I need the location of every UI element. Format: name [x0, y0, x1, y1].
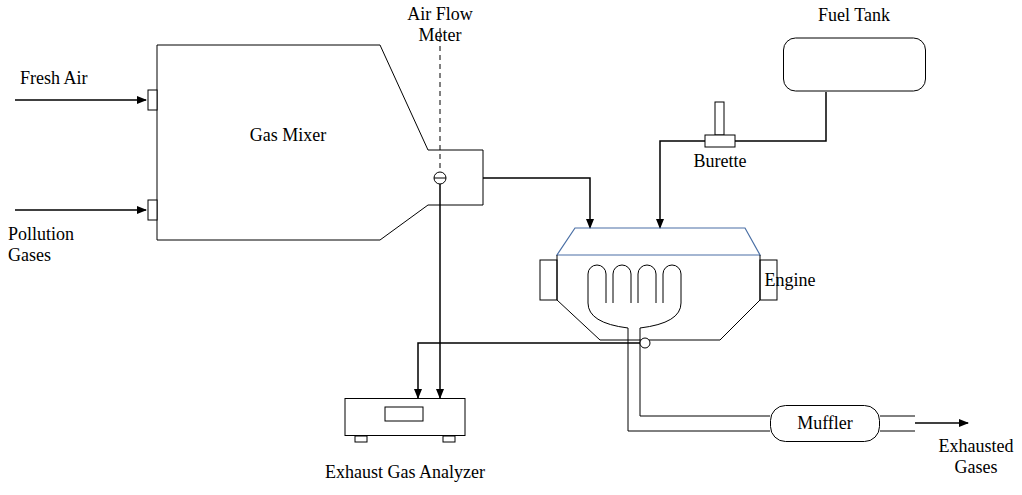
- valve-cover: [557, 228, 760, 255]
- inlet-port: [148, 90, 157, 110]
- manifold-runner: [638, 265, 656, 303]
- manifold-runner: [588, 265, 606, 303]
- analyzer-screen: [385, 407, 423, 421]
- air-flow-meter-symbol: [434, 178, 446, 179]
- burette: Burette: [695, 100, 755, 175]
- muffler-box: Muffler: [770, 405, 880, 442]
- connector-line: [628, 350, 770, 431]
- air-flow-meter-symbol: [434, 172, 446, 184]
- sample-probe: [640, 338, 650, 348]
- flow-label: Fresh Air: [20, 68, 120, 89]
- engine-block: [557, 255, 760, 340]
- node-label: Burette: [685, 151, 755, 172]
- node-label: Exhaust Gas Analyzer: [305, 462, 505, 483]
- connector-line: [735, 92, 826, 141]
- analyzer-foot: [443, 436, 455, 442]
- exhaust-gas-analyzer: Exhaust Gas Analyzer: [310, 398, 510, 488]
- fuel-tank-outline: [784, 38, 926, 91]
- connector-line: [418, 343, 640, 398]
- manifold-runner: [613, 265, 631, 303]
- burette-valve: [705, 135, 735, 147]
- part-label: Air Flow Meter: [385, 4, 495, 45]
- engine: Engine: [538, 228, 835, 350]
- flow-label: Pollution Gases: [8, 224, 86, 265]
- pollution-arrow: [15, 209, 146, 211]
- connector: [483, 178, 590, 228]
- tail-pipe: [880, 431, 915, 432]
- connector: [418, 343, 640, 398]
- flow-label: Exhausted Gases: [935, 436, 1017, 477]
- exhaust-arrow: [915, 422, 968, 424]
- engine-mount: [540, 260, 557, 300]
- exhaust-manifold: [588, 303, 628, 350]
- fuel-tank: Fuel Tank: [783, 5, 926, 92]
- connector-line: [483, 178, 590, 228]
- node-label: Gas Mixer: [208, 125, 368, 146]
- gas-mixer-outline: [157, 45, 483, 240]
- muffler-outline: [771, 406, 880, 442]
- tail-pipe: [880, 416, 915, 417]
- gas-mixer-box: Gas Mixer: [148, 45, 483, 240]
- connector: [628, 350, 770, 431]
- connector: [440, 184, 441, 398]
- node-label: Fuel Tank: [789, 5, 919, 26]
- connector-line: [439, 184, 441, 398]
- exhaust-manifold: [640, 303, 681, 350]
- connector: [735, 92, 826, 141]
- node-label: Engine: [750, 270, 830, 291]
- analyzer-foot: [355, 436, 367, 442]
- analyzer-case: [345, 399, 465, 436]
- node-label: Muffler: [775, 413, 875, 434]
- manifold-runner: [663, 265, 681, 303]
- inlet-port: [148, 200, 157, 220]
- burette-tube: [715, 102, 724, 135]
- connector-line: [640, 350, 770, 416]
- fresh-air-arrow: [15, 99, 146, 101]
